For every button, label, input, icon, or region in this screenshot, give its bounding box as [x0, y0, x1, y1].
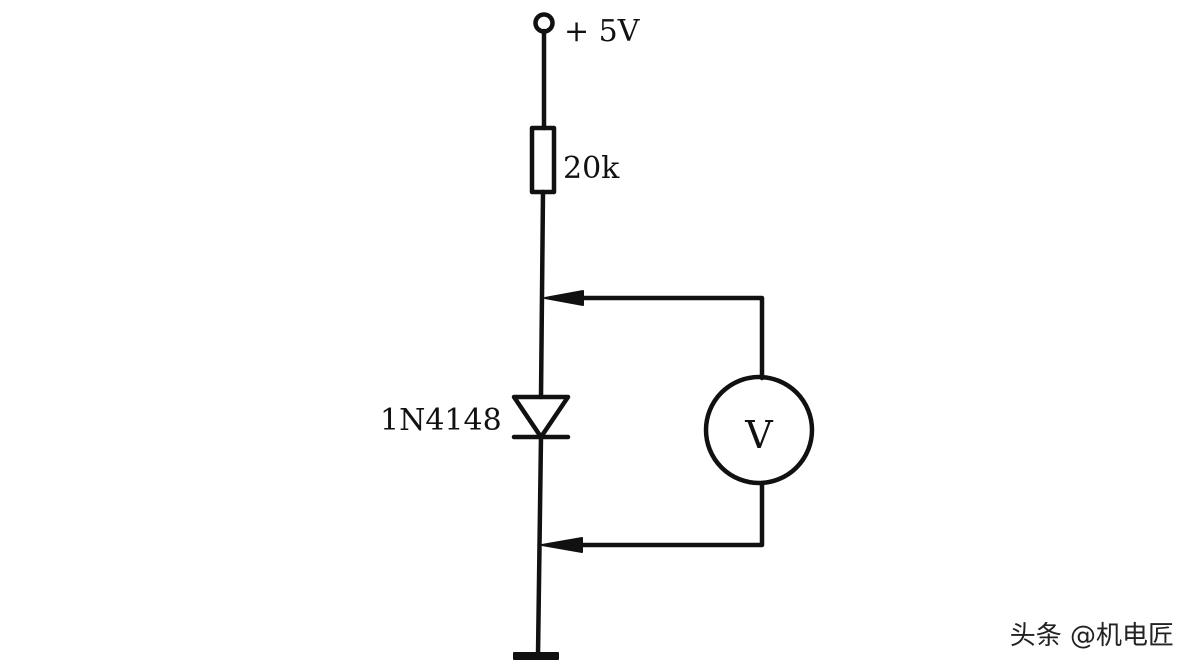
voltmeter-symbol-label: V [744, 413, 773, 457]
wire-diode-to-ground [535, 434, 544, 658]
watermark-text: 头条 @机电匠 [1010, 621, 1174, 651]
voltmeter-symbol [703, 374, 815, 486]
diode-label: 1N4148 [380, 403, 502, 438]
voltmeter-upper-lead [544, 290, 765, 381]
supply-label: + 5V [564, 14, 641, 49]
resistor-symbol [529, 125, 557, 195]
diode-symbol [511, 394, 571, 440]
resistor-label: 20k [563, 151, 620, 186]
ground-symbol [513, 652, 559, 660]
wire-resistor-to-diode [538, 189, 546, 400]
voltmeter-lower-lead [541, 480, 765, 553]
